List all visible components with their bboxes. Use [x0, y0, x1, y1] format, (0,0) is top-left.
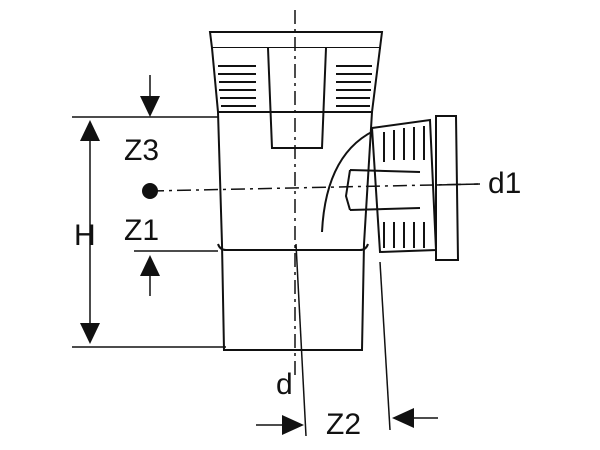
label-z3: Z3: [124, 134, 159, 167]
label-h: H: [74, 219, 96, 252]
centre-lines: [149, 10, 479, 380]
dimension-h: [72, 116, 226, 348]
upper-left-ribs: [218, 65, 256, 107]
label-d: d: [276, 368, 293, 401]
label-z1: Z1: [124, 214, 159, 247]
tee-body: [208, 31, 384, 351]
label-d1: d1: [488, 167, 521, 200]
label-z2: Z2: [326, 408, 361, 441]
d1-leader: [435, 183, 481, 186]
dimension-z3-z1: [134, 75, 218, 296]
dimension-z2: [256, 243, 438, 437]
upper-right-ribs: [336, 65, 372, 107]
side-branch: [321, 115, 460, 261]
